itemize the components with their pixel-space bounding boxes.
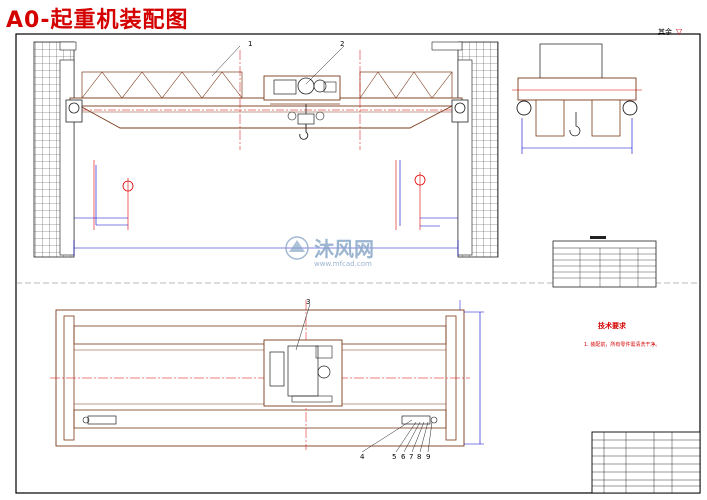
main-elevation-view: 1 2 — [33, 40, 499, 258]
callout-3: 3 — [306, 298, 310, 306]
main-view-dimensions — [73, 160, 459, 256]
callout-7: 7 — [409, 453, 413, 461]
side-hook — [569, 112, 581, 137]
plan-view: 3 4 5 6 7 8 9 — [50, 298, 484, 461]
plan-brake — [315, 345, 333, 359]
callout-3-leader — [295, 303, 311, 351]
plan-travel-motor-right — [401, 415, 431, 425]
callout-4: 4 — [360, 453, 365, 461]
left-rail-truss — [81, 71, 243, 99]
side-right-wheel — [622, 100, 638, 116]
callout-9: 9 — [426, 453, 430, 461]
callout-6: 6 — [401, 453, 406, 461]
side-girder — [517, 77, 637, 101]
left-column — [59, 59, 75, 256]
right-guard-rail — [359, 71, 453, 99]
left-guard-rail — [81, 71, 243, 99]
left-wall-ledge — [59, 41, 77, 51]
plan-hoist-motor — [269, 351, 285, 387]
plan-girder-bottom — [73, 409, 447, 429]
plan-reducer-gear — [317, 365, 331, 379]
roughness-symbol: ▽ — [676, 27, 683, 36]
callout-1-leader — [211, 45, 241, 77]
watermark: 沐风网 www.mfcad.com — [285, 236, 374, 268]
right-wall-ledge — [431, 41, 463, 51]
side-view — [512, 43, 642, 154]
right-rail-truss — [359, 71, 453, 99]
callout-4-leader — [361, 419, 413, 453]
side-girder-right-web — [591, 99, 621, 137]
watermark-logo-icon — [285, 236, 309, 260]
plan-trolley — [263, 339, 343, 407]
parameter-table — [552, 236, 657, 288]
side-girder-left-web — [535, 99, 565, 137]
side-left-wheel — [516, 100, 532, 116]
callout-5: 5 — [392, 453, 396, 461]
hook — [299, 124, 309, 140]
trolley-assembly — [263, 75, 341, 105]
tech-requirements-heading: 技术要求 — [598, 321, 627, 330]
hook-pulley-right — [315, 111, 325, 121]
corner-note: 其余 — [658, 27, 672, 36]
watermark-url: www.mfcad.com — [314, 260, 372, 268]
right-column — [457, 59, 473, 256]
plan-trolley-drive — [291, 395, 333, 403]
plan-girder-top — [73, 325, 447, 345]
bridge-girder-web — [79, 105, 453, 129]
callout-2-leader — [305, 45, 345, 85]
hook-pulley-left — [287, 111, 297, 121]
callout-1: 1 — [248, 40, 252, 48]
drawing-outer-frame — [15, 33, 701, 494]
plan-travel-motor-left — [87, 415, 117, 425]
left-elevation-marker — [122, 178, 134, 230]
callout-8: 8 — [417, 453, 421, 461]
watermark-text: 沐风网 — [314, 237, 374, 261]
hook-block — [297, 113, 315, 125]
tech-requirements-line-1: 1. 装配前，所有零件需清洗干净。 — [584, 341, 660, 348]
left-wheel — [68, 102, 80, 114]
right-wheel — [454, 102, 466, 114]
side-trolley-frame — [539, 43, 603, 79]
title-block — [591, 431, 701, 494]
drawing-title: A0-起重机装配图 — [6, 8, 189, 33]
callout-2: 2 — [340, 40, 344, 48]
right-elevation-marker — [414, 172, 426, 230]
